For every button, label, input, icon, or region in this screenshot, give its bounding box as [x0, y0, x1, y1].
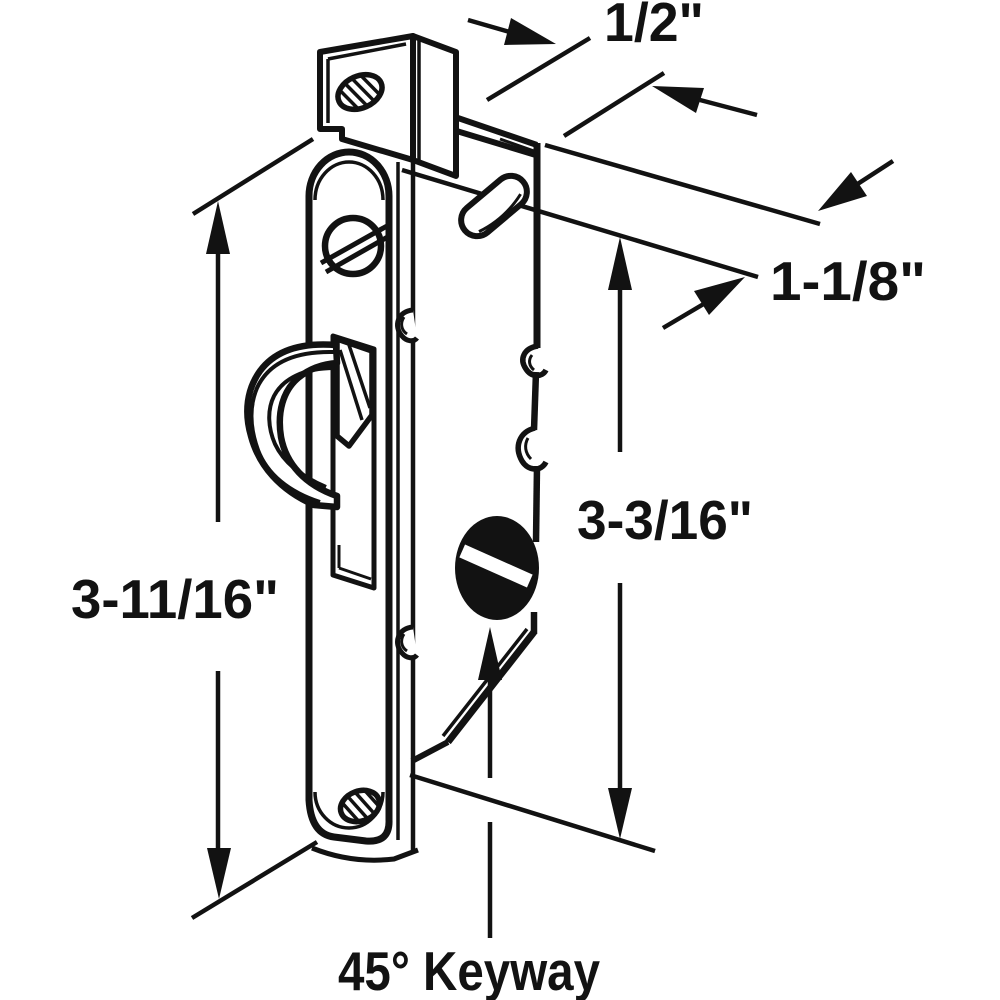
- body-corner-detail: [499, 137, 535, 153]
- arrow-shaft: [699, 97, 758, 118]
- latch-hook-stripe: [267, 366, 336, 489]
- keyway-note-label: 45° Keyway: [338, 940, 600, 1000]
- dimension-tab-depth: 1/2": [467, 0, 758, 138]
- faceplate-bottom-end-strip: [311, 845, 419, 863]
- extension-line: [485, 36, 592, 102]
- latch-window-depth-line: [338, 566, 372, 581]
- arrow-shaft: [467, 17, 514, 36]
- latch-blade-stripe: [346, 341, 372, 409]
- tab-depth-label: 1/2": [604, 0, 704, 53]
- arrowhead-up: [206, 201, 230, 254]
- tab-screw-hole: [333, 71, 386, 113]
- arrow-shaft: [661, 300, 709, 330]
- body-bottom-edge: [410, 739, 450, 764]
- spring-clip-upper: [520, 343, 549, 379]
- dimension-body-depth: 1-1/8": [544, 142, 926, 330]
- lock-body: [395, 101, 759, 850]
- dimension-keyway-height: 3-3/16": [409, 237, 753, 854]
- arrowhead-up: [478, 627, 502, 680]
- body-right-edge: [530, 371, 540, 431]
- spring-clip-lower: [515, 425, 549, 472]
- arrowhead-down: [608, 788, 632, 839]
- spring-clip-upper-detail: [528, 354, 536, 372]
- arrowhead-down: [207, 848, 231, 899]
- retainer-clip-lower-detail: [400, 633, 408, 653]
- faceplate: [244, 148, 419, 863]
- arrowhead-up-right: [694, 277, 745, 315]
- body-right-edge: [532, 465, 541, 543]
- keyway-callout: 45° Keyway: [338, 627, 600, 1000]
- body-angled-slot: [458, 172, 530, 240]
- extension-line: [409, 772, 656, 854]
- latch-hook-stripe: [249, 349, 335, 504]
- faceplate-top-screw-slot: [319, 223, 389, 266]
- keyway-height-label: 3-3/16": [577, 489, 753, 551]
- faceplate-inner-top-arc: [313, 160, 385, 201]
- extension-line: [190, 840, 319, 920]
- keyway-slot: [459, 544, 533, 588]
- keyway-cylinder: [455, 516, 539, 620]
- extension-line: [191, 137, 315, 216]
- dimension-faceplate-height: 3-11/16": [71, 137, 319, 920]
- arrowhead-right: [504, 18, 556, 45]
- arrow-shaft: [854, 159, 895, 187]
- faceplate-height-label: 3-11/16": [71, 568, 279, 630]
- arrowhead-down-left: [818, 172, 867, 211]
- faceplate-top-screw-slot: [324, 232, 393, 275]
- tab-inner-contour: [327, 42, 407, 61]
- dimension-annotations: 3-11/16" 3-3/16" 1/2": [71, 0, 926, 1000]
- extension-line: [544, 142, 821, 227]
- body-chamfer-inner-line: [441, 627, 529, 738]
- arrowhead-left: [652, 86, 704, 113]
- top-mounting-tab: [317, 33, 459, 179]
- body-depth-label: 1-1/8": [770, 250, 926, 312]
- spring-clip-lower-detail: [524, 437, 533, 461]
- extension-line: [562, 71, 666, 138]
- retainer-clip-upper-detail: [400, 316, 408, 336]
- latch-hook: [244, 341, 341, 511]
- extension-line-body-front: [401, 167, 759, 280]
- arrowhead-up: [608, 237, 632, 290]
- latch-blade-stripe: [338, 349, 364, 421]
